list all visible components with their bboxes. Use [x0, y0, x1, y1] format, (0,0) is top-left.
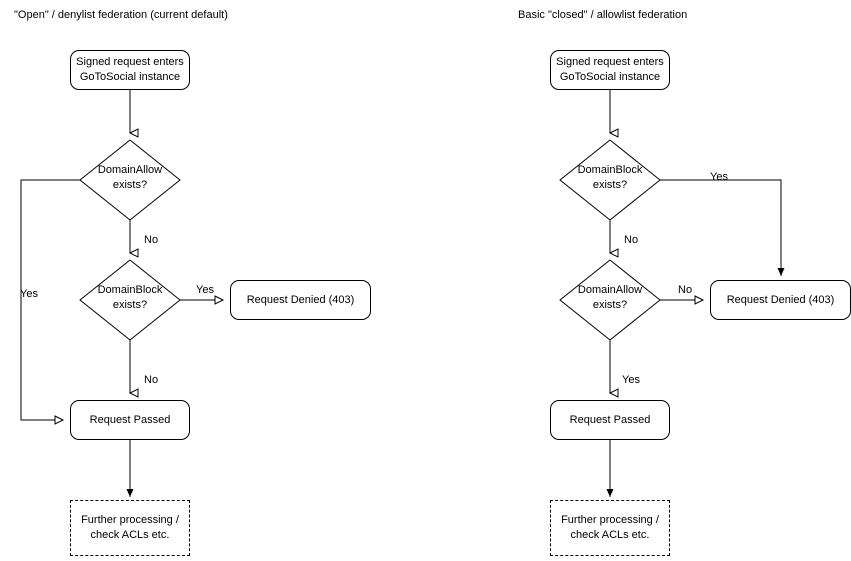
edge-label-block-no-left: No: [144, 374, 159, 386]
node-further-processing-left: Further processing / check ACLs etc.: [70, 500, 190, 556]
edge-label-block-yes-left: Yes: [196, 284, 214, 296]
node-text-line2: check ACLs etc.: [90, 529, 170, 541]
edge-label-block-no-right: No: [624, 234, 639, 246]
node-request-denied-right: Request Denied (403): [710, 280, 851, 320]
decision-domainallow-shape-r: [559, 259, 661, 341]
node-text-line1: Further processing /: [561, 514, 659, 526]
decision-domainblock-shape-r: [559, 139, 661, 221]
decision-domainallow-shape: [79, 139, 181, 221]
node-text-line1: Signed request enters: [556, 56, 664, 68]
diagram-title-left: "Open" / denylist federation (current de…: [14, 9, 228, 21]
diagram-title-right: Basic "closed" / allowlist federation: [518, 9, 688, 21]
node-text-line2: GoToSocial instance: [559, 71, 661, 83]
node-request-passed-left: Request Passed: [70, 400, 190, 440]
node-text-line2: check ACLs etc.: [570, 529, 650, 541]
node-further-processing-right: Further processing / check ACLs etc.: [550, 500, 670, 556]
edge-label-allow-no-right: No: [678, 284, 693, 296]
node-text-line1: Signed request enters: [76, 56, 184, 68]
node-signed-request-enters-right: Signed request enters GoToSocial instanc…: [550, 50, 670, 90]
node-request-denied-left: Request Denied (403): [230, 280, 371, 320]
edge-label-allow-yes-right: Yes: [622, 374, 640, 386]
decision-domainblock-shape: [79, 259, 181, 341]
edge-label-allow-no-left: No: [144, 234, 159, 246]
node-request-passed-right: Request Passed: [550, 400, 670, 440]
node-text-line2: GoToSocial instance: [79, 71, 181, 83]
node-text-line1: Further processing /: [81, 514, 179, 526]
edge-label-block-yes-right: Yes: [710, 171, 728, 183]
edge-block-yes-r: [660, 179, 785, 276]
node-signed-request-enters-left: Signed request enters GoToSocial instanc…: [70, 50, 190, 90]
edge-label-allow-yes-left: Yes: [20, 288, 38, 300]
edge-allow-yes: [20, 179, 80, 425]
